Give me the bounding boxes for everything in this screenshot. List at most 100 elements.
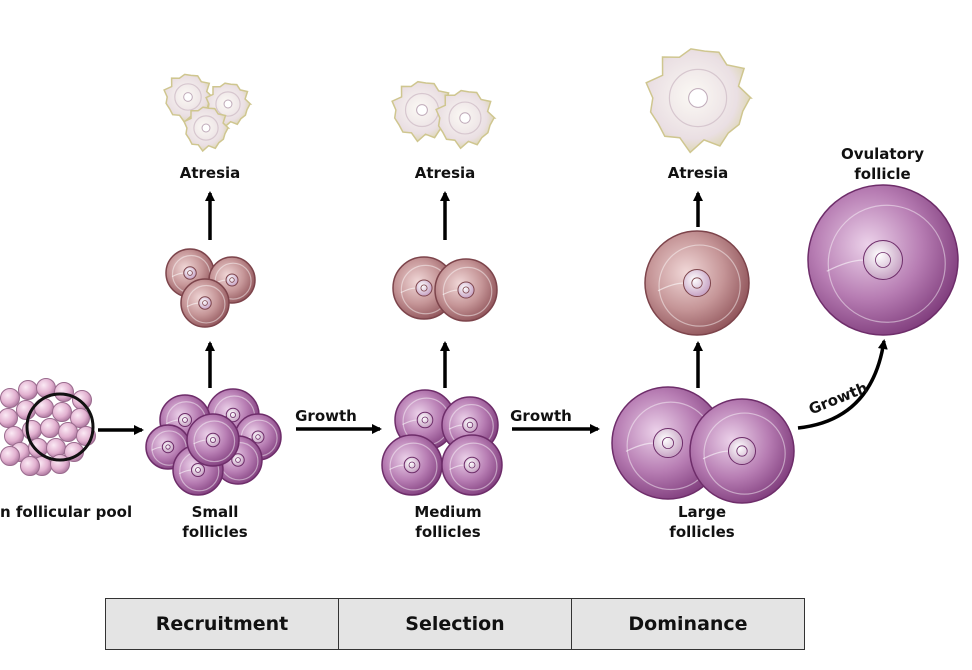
oocyte bbox=[198, 296, 212, 310]
growth-label-1: Growth bbox=[295, 407, 357, 425]
medium-atresia-follicle bbox=[391, 80, 455, 143]
medium-atretic-follicle bbox=[434, 258, 498, 322]
primordial-follicle bbox=[0, 446, 20, 466]
oocyte bbox=[727, 436, 757, 466]
medium-label-line2: follicles bbox=[415, 523, 481, 541]
phase-selection: Selection bbox=[339, 599, 572, 649]
oocyte bbox=[183, 266, 197, 280]
growth-label-2: Growth bbox=[510, 407, 572, 425]
oocyte bbox=[457, 281, 475, 299]
atretic-oocyte bbox=[201, 123, 211, 133]
atresia-label-medium: Atresia bbox=[414, 164, 476, 182]
atretic-oocyte bbox=[223, 99, 233, 109]
follicle-antrum-rim bbox=[186, 284, 226, 324]
oocyte-nucleus bbox=[202, 300, 208, 306]
oocyte-nucleus bbox=[662, 436, 675, 449]
oocyte bbox=[225, 273, 239, 287]
oocyte bbox=[682, 268, 712, 298]
ovulatory-follicle-label: Ovulatory follicle bbox=[825, 144, 940, 184]
primordial-follicle bbox=[50, 454, 70, 474]
oocyte bbox=[161, 440, 175, 454]
oocyte-nucleus bbox=[736, 445, 748, 457]
oocyte-nucleus bbox=[462, 286, 470, 294]
oocyte-nucleus bbox=[165, 444, 171, 450]
primordial-follicle bbox=[58, 422, 78, 442]
primordial-follicle bbox=[0, 408, 18, 428]
oocyte bbox=[178, 413, 192, 427]
small-atresia-follicle bbox=[183, 106, 231, 153]
oocyte-nucleus bbox=[229, 277, 235, 283]
small-follicle bbox=[186, 413, 240, 467]
oocyte-nucleus bbox=[466, 421, 474, 429]
primordial-follicle bbox=[18, 380, 38, 400]
atretic-inner bbox=[193, 115, 219, 141]
large-label-line2: follicles bbox=[669, 523, 735, 541]
follicle-antrum-rim bbox=[389, 442, 438, 491]
primordial-follicle bbox=[52, 402, 72, 422]
small-atretic-follicle bbox=[180, 278, 230, 328]
oocyte bbox=[205, 432, 221, 448]
oocyte-nucleus bbox=[229, 411, 236, 418]
oocyte bbox=[225, 407, 241, 423]
large-atretic-follicle bbox=[644, 230, 750, 336]
large-atresia-cluster bbox=[645, 48, 753, 154]
atretic-inner bbox=[215, 91, 241, 117]
ovulatory-follicle bbox=[807, 184, 959, 336]
medium-atretic-follicles bbox=[392, 256, 498, 322]
primordial-follicle bbox=[72, 390, 92, 410]
oocyte-nucleus bbox=[875, 252, 891, 268]
atretic-oocyte bbox=[416, 104, 428, 116]
ovulatory-label-line2: follicle bbox=[854, 165, 911, 183]
oocyte bbox=[462, 417, 478, 433]
oocyte bbox=[415, 279, 433, 297]
phase-bar: Recruitment Selection Dominance bbox=[105, 598, 805, 650]
oocyte-nucleus bbox=[420, 284, 428, 292]
oocyte bbox=[191, 463, 205, 477]
large-atresia-follicle bbox=[645, 48, 753, 154]
ovulatory-label-line1: Ovulatory bbox=[840, 145, 925, 163]
oocyte bbox=[463, 456, 481, 474]
medium-atresia-cluster bbox=[391, 80, 497, 150]
primordial-follicle bbox=[0, 388, 20, 408]
oocyte-nucleus bbox=[691, 277, 703, 289]
small-atresia-cluster bbox=[163, 73, 253, 153]
small-follicles-label: Small follicles bbox=[160, 502, 270, 542]
medium-label-line1: Medium bbox=[414, 503, 482, 521]
follicle-antrum-rim bbox=[658, 244, 741, 327]
primordial-follicle bbox=[22, 420, 42, 440]
small-atretic-follicles bbox=[165, 248, 256, 328]
oocyte-nucleus bbox=[235, 457, 241, 463]
atretic-oocyte bbox=[459, 112, 471, 124]
large-atretic-follicle bbox=[644, 230, 750, 336]
medium-follicle bbox=[381, 434, 443, 496]
follicle-antrum-rim bbox=[449, 442, 498, 491]
oocyte bbox=[251, 430, 265, 444]
medium-follicles-label: Medium follicles bbox=[393, 502, 503, 542]
oocyte-nucleus bbox=[421, 416, 429, 424]
atretic-inner bbox=[174, 83, 202, 111]
follicle-antrum-rim bbox=[827, 204, 946, 323]
oocyte bbox=[652, 427, 684, 459]
large-to-ovulatory-arrow bbox=[797, 339, 888, 430]
large-follicle bbox=[689, 398, 795, 504]
phase-dominance: Dominance bbox=[628, 613, 748, 635]
large-follicles-label: Large follicles bbox=[647, 502, 757, 542]
small-follicles-group bbox=[145, 388, 282, 496]
atresia-label-small: Atresia bbox=[179, 164, 241, 182]
small-label-line1: Small bbox=[191, 503, 239, 521]
pool-label: n follicular pool bbox=[0, 503, 133, 521]
primordial-follicle bbox=[40, 418, 60, 438]
atresia-label-large: Atresia bbox=[667, 164, 729, 182]
oocyte-nucleus bbox=[209, 436, 216, 443]
medium-follicle bbox=[441, 434, 503, 496]
oocyte bbox=[863, 240, 903, 280]
oocyte-nucleus bbox=[182, 417, 188, 423]
medium-atresia-follicle bbox=[435, 89, 497, 150]
oocyte bbox=[231, 453, 245, 467]
follicle-antrum-rim bbox=[193, 420, 236, 463]
atretic-oocyte bbox=[688, 88, 708, 108]
oocyte bbox=[416, 411, 434, 429]
medium-follicles-group bbox=[381, 389, 503, 496]
oocyte-nucleus bbox=[468, 461, 476, 469]
